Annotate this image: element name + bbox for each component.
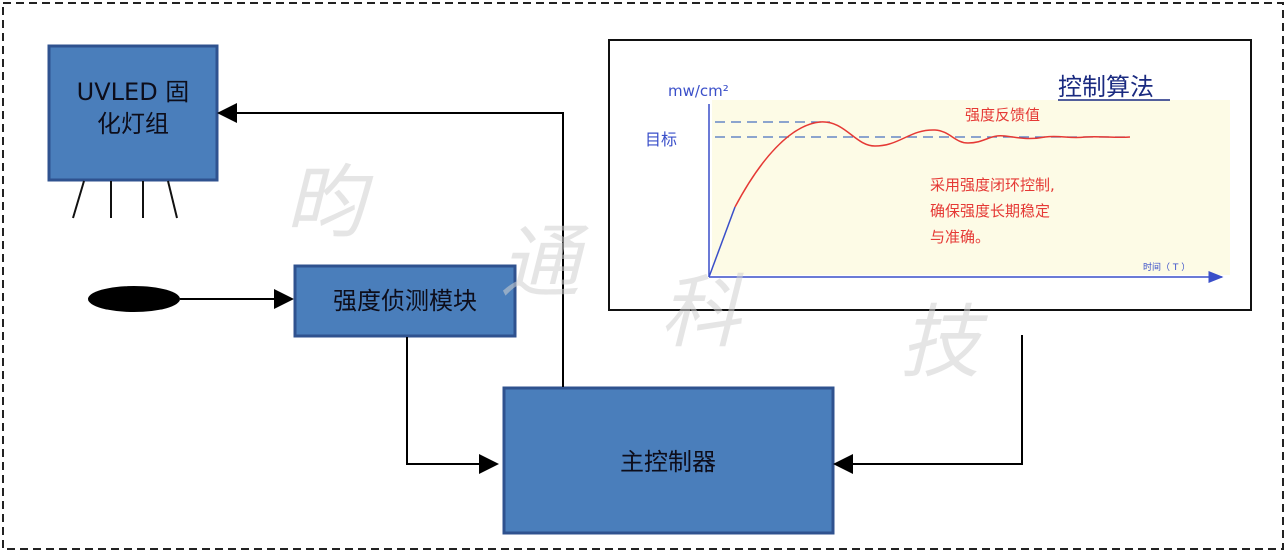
feedback-label: 强度反馈值 xyxy=(965,106,1040,124)
watermark-char: 科 xyxy=(660,266,744,359)
led-label-line2: 化灯组 xyxy=(97,110,169,138)
intensity-detection-module-block: 强度侦测模块 xyxy=(293,264,517,338)
note-line-3: 与准确。 xyxy=(930,228,990,246)
control-algorithm-panel: 控制算法 mw/cm² 目标 时间（ T ） 强度反馈值 采用强度闭环控制, 确… xyxy=(608,39,1252,311)
sensor-probe-icon xyxy=(88,286,180,312)
watermark-char: 技 xyxy=(900,296,988,389)
arrow-controller-to-led xyxy=(217,103,564,387)
led-light-rays-icon xyxy=(72,180,178,219)
note-line-1: 采用强度闭环控制, xyxy=(930,176,1055,194)
sensor-module-label: 强度侦测模块 xyxy=(333,287,477,315)
main-controller-label: 主控制器 xyxy=(620,448,716,476)
watermark-char: 昀 xyxy=(285,156,374,249)
uvled-curing-lamp-block: UVLED 固 化灯组 xyxy=(47,44,219,182)
algorithm-title: 控制算法 xyxy=(1058,73,1154,101)
response-curve-start xyxy=(708,206,736,278)
target-label: 目标 xyxy=(645,130,677,149)
main-controller-block: 主控制器 xyxy=(502,386,835,535)
led-label-line1: UVLED 固 xyxy=(77,78,190,106)
arrow-module-to-controller xyxy=(406,337,499,474)
watermark: 昀 通 科 技 xyxy=(285,156,988,389)
y-axis-unit: mw/cm² xyxy=(668,82,729,100)
intensity-feedback-curve xyxy=(734,121,1131,208)
arrow-algorithm-to-controller xyxy=(833,335,1023,474)
watermark-char: 通 xyxy=(500,216,589,309)
x-axis-label: 时间（ T ） xyxy=(1143,261,1190,273)
note-line-2: 确保强度长期稳定 xyxy=(930,202,1050,220)
